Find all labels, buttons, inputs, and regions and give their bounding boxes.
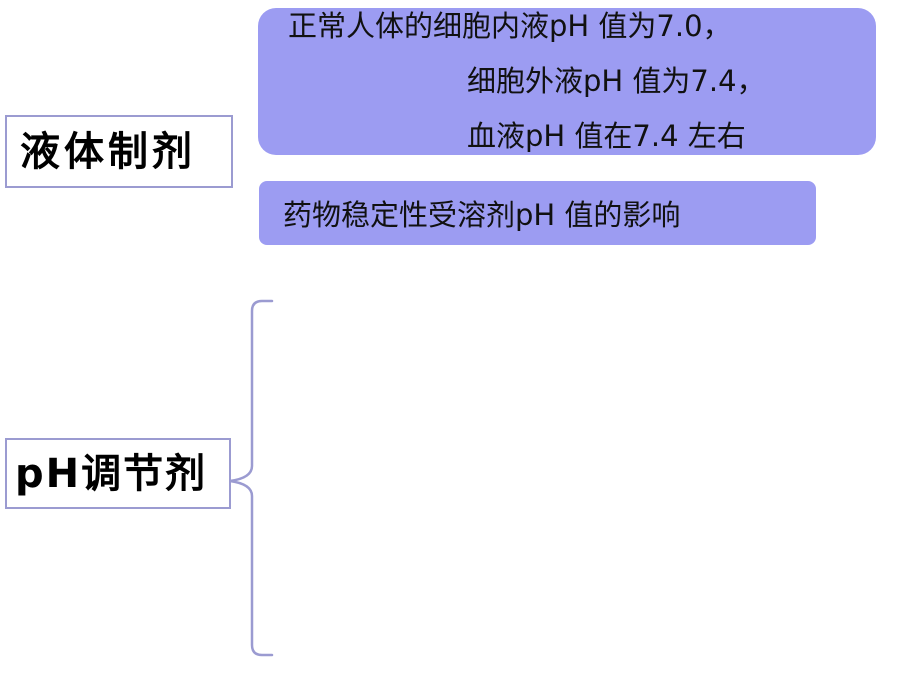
stability-note-text: 药物稳定性受溶剂pH 值的影响	[283, 198, 681, 232]
liquid-preparation-label-text: 液体制剂	[20, 128, 196, 175]
blood-ph-line: 血液pH 值在7.4 左右	[467, 119, 746, 153]
extracellular-ph-line: 细胞外液pH 值为7.4，	[467, 64, 766, 98]
ph-values-note: 正常人体的细胞内液pH 值为7.0， 细胞外液pH 值为7.4， 血液pH 值在…	[258, 8, 876, 155]
ph-adjuster-label: pH调节剂	[5, 438, 231, 509]
stability-note: 药物稳定性受溶剂pH 值的影响	[259, 181, 816, 245]
ph-adjuster-label-text: pH调节剂	[15, 450, 208, 497]
liquid-preparation-label: 液体制剂	[5, 115, 233, 188]
intracellular-ph-line: 正常人体的细胞内液pH 值为7.0，	[288, 9, 732, 43]
curly-brace	[228, 299, 274, 657]
